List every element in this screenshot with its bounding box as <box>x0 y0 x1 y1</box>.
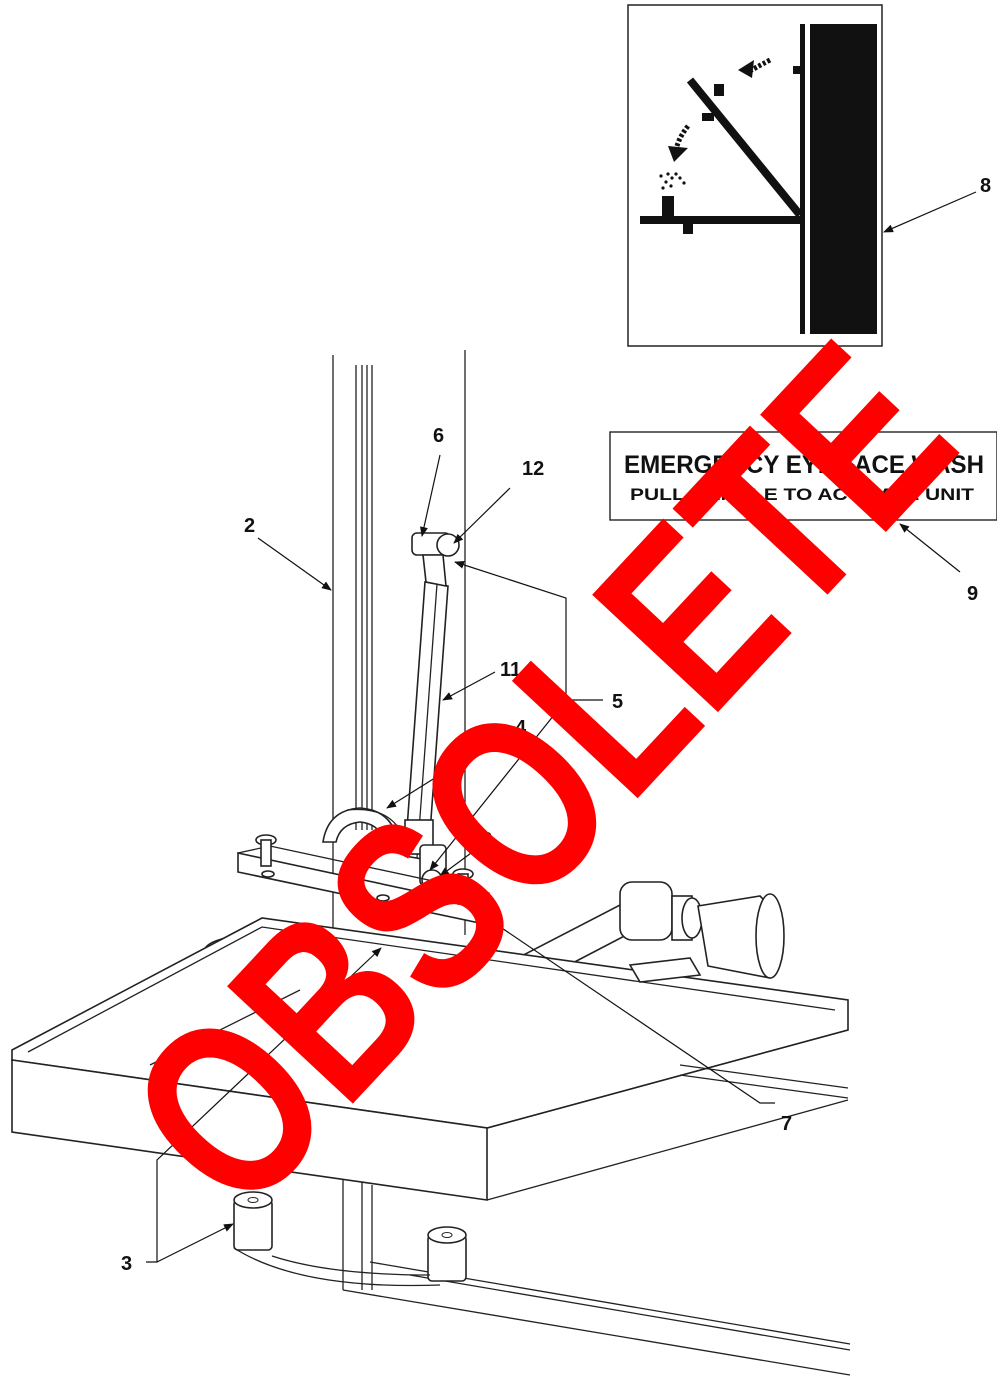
callout-2: 2 <box>244 515 255 537</box>
callout-12: 12 <box>522 458 544 480</box>
callout-8: 8 <box>980 175 991 197</box>
callout-7: 7 <box>781 1113 792 1135</box>
callout-11: 11 <box>500 659 521 681</box>
foot-treadle <box>233 1191 467 1287</box>
callout-5: 5 <box>612 691 623 713</box>
callout-3: 3 <box>121 1253 132 1275</box>
leader-12 <box>453 487 511 544</box>
leader-8 <box>883 191 977 233</box>
leader-5b <box>429 699 567 871</box>
callout-13: 13 <box>470 829 492 851</box>
leader-2 <box>257 537 332 591</box>
eyewash-assembly <box>11 350 851 1376</box>
mounting-plate <box>237 845 490 926</box>
handle-bracket <box>322 807 401 843</box>
leader-9 <box>899 523 961 573</box>
callout-4: 4 <box>515 717 527 739</box>
leader-11 <box>442 671 496 701</box>
callout-labels: 2 3 4 5 6 7 8 9 11 12 13 <box>121 175 991 1275</box>
leader-5 <box>454 560 603 701</box>
motion-arrow-icon <box>738 57 772 78</box>
leader-7 <box>492 921 775 1104</box>
sign-subtitle: PULL HANDLE TO ACTIVATE UNIT <box>630 485 975 504</box>
leader-lines <box>146 191 977 1263</box>
activation-pictogram <box>627 4 883 347</box>
callout-9: 9 <box>967 583 978 605</box>
lower-column <box>342 1180 851 1376</box>
spray-icon <box>659 172 686 190</box>
basin-bowl <box>11 917 849 1201</box>
callout-6: 6 <box>433 425 444 447</box>
leader-6 <box>420 454 441 537</box>
leader-13 <box>439 841 487 877</box>
screw <box>255 834 277 867</box>
leader-4 <box>386 733 506 809</box>
screw <box>452 868 474 905</box>
upright-pipe <box>332 350 466 935</box>
instruction-sign: EMERGENCY EYE/FACE WASH PULL HANDLE TO A… <box>609 431 997 521</box>
sign-title: EMERGENCY EYE/FACE WASH <box>624 451 984 479</box>
eye-bolt <box>411 532 460 587</box>
leader-3b <box>156 1223 234 1263</box>
leader-3 <box>146 947 382 1263</box>
motion-arrow-icon <box>668 124 690 162</box>
